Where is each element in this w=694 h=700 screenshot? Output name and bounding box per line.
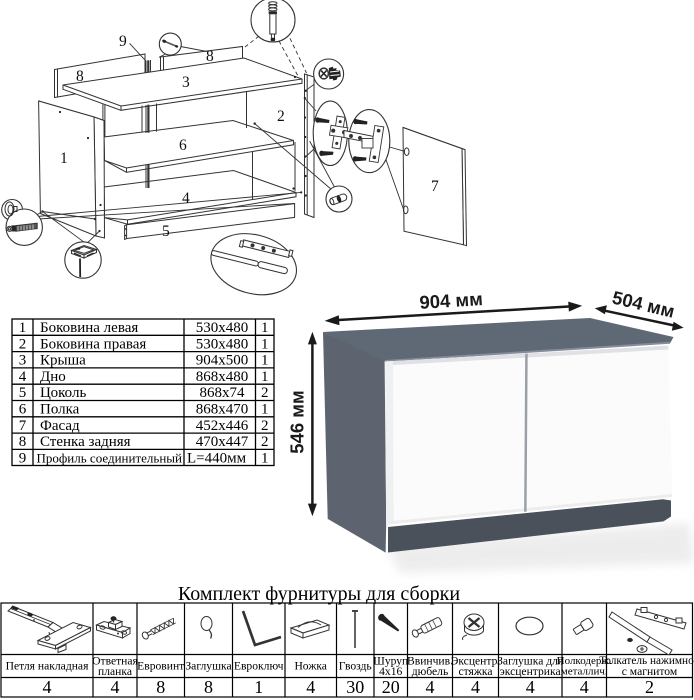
svg-text:9: 9 (119, 33, 127, 50)
svg-text:Заглушка для: Заглушка для (497, 655, 564, 668)
svg-text:с магнитом: с магнитом (622, 665, 678, 678)
svg-text:Ножка: Ножка (294, 660, 327, 673)
svg-text:868x74: 868x74 (200, 385, 246, 401)
svg-text:L=440мм: L=440мм (187, 450, 247, 466)
svg-text:4: 4 (19, 369, 27, 385)
svg-text:868x480: 868x480 (196, 369, 249, 385)
svg-text:Боковина левая: Боковина левая (40, 320, 138, 336)
svg-text:530x480: 530x480 (196, 320, 249, 336)
svg-text:1: 1 (261, 353, 269, 369)
svg-text:2: 2 (261, 418, 269, 434)
svg-text:Евроключ: Евроключ (234, 660, 284, 673)
svg-text:6: 6 (179, 137, 187, 154)
svg-text:8: 8 (76, 68, 84, 85)
svg-text:1: 1 (261, 369, 269, 385)
svg-text:планка: планка (98, 665, 132, 678)
svg-text:904 мм: 904 мм (419, 288, 484, 313)
svg-text:4: 4 (111, 677, 120, 697)
svg-text:4: 4 (526, 677, 535, 697)
svg-text:4: 4 (306, 677, 315, 697)
svg-text:Фасад: Фасад (40, 418, 80, 434)
svg-text:4: 4 (43, 677, 52, 697)
svg-text:Гвоздь: Гвоздь (339, 660, 372, 673)
svg-text:904x500: 904x500 (196, 353, 249, 369)
svg-text:8: 8 (204, 677, 213, 697)
svg-text:868x470: 868x470 (196, 402, 249, 418)
svg-text:Цоколь: Цоколь (40, 385, 86, 401)
svg-text:дюбель: дюбель (412, 665, 449, 678)
svg-text:2: 2 (645, 677, 654, 697)
svg-text:Ответная: Ответная (92, 655, 138, 668)
svg-text:Профиль соединительный: Профиль соединительный (37, 450, 183, 465)
svg-text:Петля накладная: Петля накладная (6, 660, 89, 673)
svg-text:Шуруп: Шуруп (373, 655, 408, 668)
svg-text:504 мм: 504 мм (610, 287, 677, 322)
svg-text:530x480: 530x480 (196, 336, 249, 352)
svg-text:20: 20 (382, 677, 400, 697)
svg-text:8: 8 (156, 677, 165, 697)
svg-text:Эксцентр.: Эксцентр. (451, 655, 501, 668)
svg-text:стяжка: стяжка (458, 665, 492, 678)
svg-text:Комплект фурнитуры для сборки: Комплект фурнитуры для сборки (178, 583, 461, 605)
svg-text:452x446: 452x446 (196, 418, 249, 434)
svg-text:1: 1 (261, 320, 269, 336)
svg-text:4: 4 (426, 677, 435, 697)
svg-text:Ввинчив.: Ввинчив. (407, 655, 453, 668)
svg-text:2: 2 (277, 108, 285, 125)
svg-text:6: 6 (19, 402, 27, 418)
svg-text:4х16: 4х16 (379, 665, 402, 678)
svg-text:2: 2 (261, 434, 269, 450)
svg-text:1: 1 (60, 150, 68, 167)
svg-text:эксцентрика: эксцентрика (500, 665, 561, 678)
svg-text:металлич.: металлич. (561, 666, 608, 678)
svg-text:Евровинт: Евровинт (137, 660, 184, 673)
svg-text:4: 4 (471, 677, 480, 697)
svg-text:Заглушка: Заглушка (185, 660, 231, 673)
svg-text:3: 3 (182, 74, 190, 91)
svg-text:1: 1 (261, 402, 269, 418)
svg-text:Крыша: Крыша (40, 353, 86, 369)
svg-text:2: 2 (261, 385, 269, 401)
svg-text:4: 4 (580, 677, 589, 697)
svg-text:5: 5 (19, 385, 27, 401)
svg-text:7: 7 (19, 418, 27, 434)
svg-text:5: 5 (162, 223, 170, 240)
svg-text:4: 4 (182, 190, 190, 207)
svg-text:9: 9 (19, 450, 27, 466)
svg-text:1: 1 (19, 320, 27, 336)
svg-text:1: 1 (254, 677, 263, 697)
svg-text:3: 3 (19, 353, 27, 369)
svg-text:546 мм: 546 мм (287, 390, 308, 453)
svg-text:1: 1 (261, 450, 269, 466)
svg-text:1: 1 (261, 336, 269, 352)
svg-text:Полка: Полка (40, 402, 80, 418)
svg-text:2: 2 (19, 336, 27, 352)
svg-text:8: 8 (206, 48, 214, 65)
svg-text:30: 30 (346, 677, 364, 697)
svg-text:Дно: Дно (40, 369, 66, 385)
svg-text:7: 7 (431, 178, 439, 195)
svg-text:Полкодерж.: Полкодерж. (557, 655, 612, 667)
svg-text:Стенка задняя: Стенка задняя (40, 434, 131, 450)
svg-text:470x447: 470x447 (196, 434, 249, 450)
svg-text:Толкатель нажимной: Толкатель нажимной (599, 655, 694, 667)
svg-text:8: 8 (19, 434, 27, 450)
svg-text:Боковина правая: Боковина правая (40, 336, 146, 352)
